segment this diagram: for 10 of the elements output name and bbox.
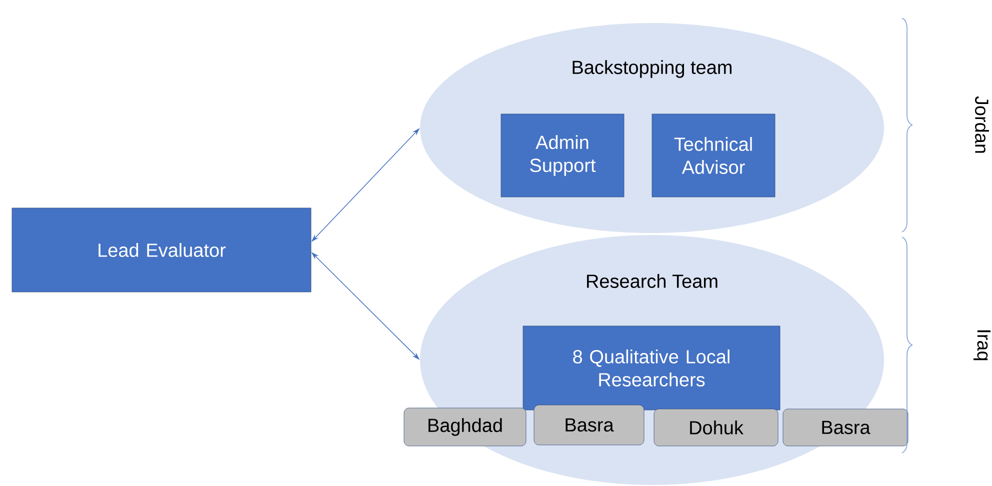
location-box: Baghdad [404,408,526,446]
process-box: Admin Support [500,114,624,198]
location-box: Dohuk [654,408,778,446]
region-label: Jordan [975,96,989,153]
location-box: Basra [534,404,644,446]
process-box: Lead Evaluator [12,208,312,292]
process-box: 8 Qualitative Local Researchers [522,326,780,410]
process-box: Technical Advisor [652,114,776,198]
location-box: Basra [782,408,908,446]
region-label: Iraq [974,330,990,360]
